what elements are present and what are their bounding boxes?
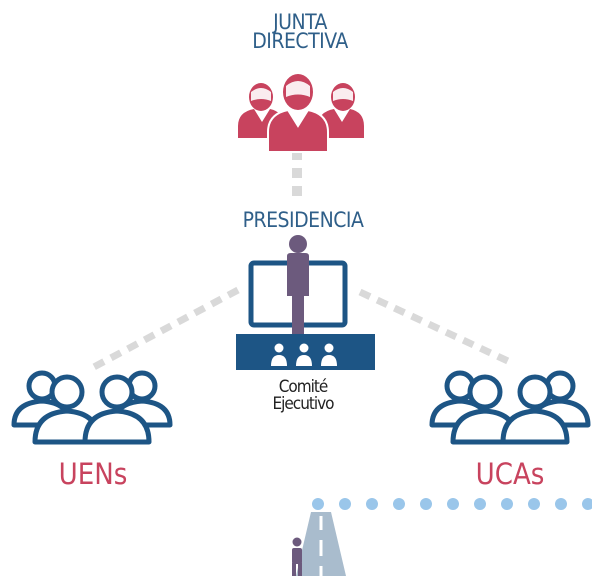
road-icon [292, 512, 346, 576]
board-person-right [318, 83, 364, 138]
comite-label-line2: Ejecutivo [272, 394, 334, 414]
presidencia-label: PRESIDENCIA [242, 208, 364, 232]
walking-person-icon [292, 537, 302, 576]
uens-group-icon [11, 370, 173, 445]
connector-presidencia-ucas [358, 288, 512, 366]
president-icon [248, 235, 348, 336]
board-group-icon [238, 74, 364, 153]
junta-label-line2: DIRECTIVA [252, 29, 348, 53]
committee-icon [236, 334, 375, 370]
ucas-group-icon [429, 370, 591, 445]
uens-label: UENs [58, 457, 128, 491]
connector-junta-presidencia [292, 150, 302, 196]
junta-label-line1: JUNTA [273, 10, 327, 34]
board-person-center [267, 74, 329, 153]
dotted-path [312, 498, 592, 510]
comite-label-line1: Comité [278, 377, 329, 397]
president-person-icon [287, 235, 309, 336]
connector-presidencia-uens [90, 286, 240, 372]
ucas-label: UCAs [475, 457, 545, 491]
